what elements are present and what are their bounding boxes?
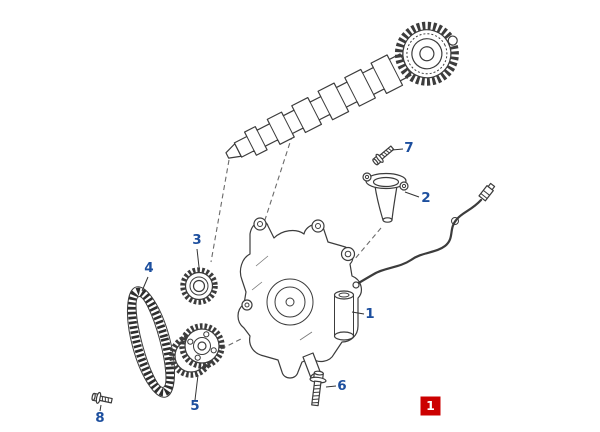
bolt-head-top bbox=[372, 158, 379, 166]
funnel-ear bbox=[362, 172, 372, 182]
pump-rotor-boss bbox=[266, 278, 314, 326]
upper-sprocket-ring bbox=[189, 276, 209, 296]
connector-tip bbox=[487, 182, 496, 191]
tube-sides bbox=[334, 295, 354, 336]
leader-line-2 bbox=[404, 191, 420, 198]
pump-rotor-center bbox=[285, 297, 295, 307]
callout-5[interactable]: 5 bbox=[190, 398, 199, 414]
figure-number-badge[interactable]: 1 bbox=[420, 396, 441, 416]
bolt-head-top bbox=[91, 392, 96, 401]
callout-1[interactable]: 1 bbox=[365, 306, 374, 322]
callout-4[interactable]: 4 bbox=[144, 260, 153, 276]
cable-end-fitting bbox=[352, 281, 360, 289]
bolt-head-top bbox=[313, 370, 324, 376]
tube-top bbox=[333, 290, 355, 300]
pump-ear-hole bbox=[244, 302, 250, 308]
callout-7[interactable]: 7 bbox=[404, 140, 413, 156]
lower-sprocket-bore bbox=[197, 341, 207, 351]
leader-line-6 bbox=[325, 385, 337, 388]
lower-sprocket-front-teeth bbox=[179, 323, 225, 369]
tube-top-bore bbox=[338, 292, 350, 298]
leader-line-4 bbox=[141, 276, 149, 292]
bolt-threads bbox=[311, 384, 321, 404]
bolt-threads bbox=[101, 396, 109, 403]
sprocket-lightening-hole bbox=[194, 354, 201, 361]
lower-sprocket-hub bbox=[193, 337, 211, 355]
oil-level-sensor bbox=[352, 182, 496, 289]
upper-sprocket-bore bbox=[192, 279, 206, 293]
assembly-axis-line bbox=[210, 159, 230, 263]
tube-bottom bbox=[333, 331, 355, 341]
chain-outer-outline bbox=[126, 286, 176, 398]
pump-ear bbox=[311, 219, 325, 233]
badge-box[interactable] bbox=[420, 396, 441, 416]
pump-ear-hole bbox=[344, 250, 352, 258]
casting-hatching bbox=[251, 255, 313, 341]
callout-8[interactable]: 8 bbox=[95, 410, 104, 426]
ring-gear-bore bbox=[419, 46, 435, 62]
funnel-cone bbox=[374, 185, 398, 221]
leader-line-8 bbox=[99, 404, 102, 412]
lower-sprocket-front bbox=[179, 323, 225, 369]
connector-ribs bbox=[480, 189, 490, 199]
callout-3[interactable]: 3 bbox=[192, 232, 201, 248]
sprocket-lightening-hole bbox=[210, 347, 217, 354]
pump-ear-hole bbox=[315, 223, 321, 229]
pump-rotor-ring bbox=[274, 286, 306, 318]
tube-fill bbox=[334, 295, 354, 336]
pump-ear bbox=[340, 246, 356, 262]
lower-sprocket bbox=[169, 323, 225, 378]
chain-links bbox=[127, 287, 175, 397]
funnel-spout bbox=[382, 217, 393, 223]
bolt-7 bbox=[372, 145, 395, 166]
pump-ear bbox=[241, 299, 253, 311]
sensor-connector bbox=[478, 182, 496, 202]
pump-ear-hole bbox=[257, 221, 263, 227]
assembly-axis-line bbox=[262, 126, 296, 227]
bolt-8 bbox=[91, 391, 113, 404]
bolt-threads bbox=[380, 147, 393, 158]
callout-6[interactable]: 6 bbox=[337, 378, 346, 394]
badge-number: 1 bbox=[426, 398, 435, 413]
leader-line-1 bbox=[351, 311, 365, 315]
bolt-6 bbox=[309, 370, 327, 407]
shaft-end-knob bbox=[447, 35, 458, 46]
pump-outlet-tube bbox=[333, 290, 355, 341]
bolt-shaft bbox=[378, 145, 395, 160]
pump-ear bbox=[253, 217, 267, 231]
ring-gear-inner-teeth bbox=[406, 33, 448, 75]
camshaft-illustration bbox=[225, 21, 459, 159]
pickup-funnel bbox=[362, 172, 409, 223]
cable-grommet bbox=[451, 217, 459, 225]
leader-line-3 bbox=[196, 248, 200, 268]
funnel-ear bbox=[399, 181, 409, 191]
funnel-ear-hole bbox=[401, 183, 407, 189]
funnel-mouth bbox=[372, 176, 400, 188]
chain-inner-outline bbox=[135, 296, 167, 388]
pump-housing-outline bbox=[237, 220, 362, 379]
funnel-ear-hole bbox=[364, 174, 370, 180]
callout-2[interactable]: 2 bbox=[421, 190, 430, 206]
leader-line-5 bbox=[194, 374, 199, 401]
sprocket-lightening-hole bbox=[187, 338, 194, 345]
sprocket-lightening-hole bbox=[203, 331, 210, 338]
sensor-cable bbox=[355, 198, 483, 286]
assembly-axis-line bbox=[353, 227, 382, 261]
leader-line-7 bbox=[391, 148, 404, 151]
drive-chain bbox=[126, 286, 176, 398]
upper-sprocket bbox=[180, 267, 218, 305]
oil-pump-body bbox=[237, 217, 362, 380]
upper-sprocket-teeth bbox=[180, 267, 218, 305]
